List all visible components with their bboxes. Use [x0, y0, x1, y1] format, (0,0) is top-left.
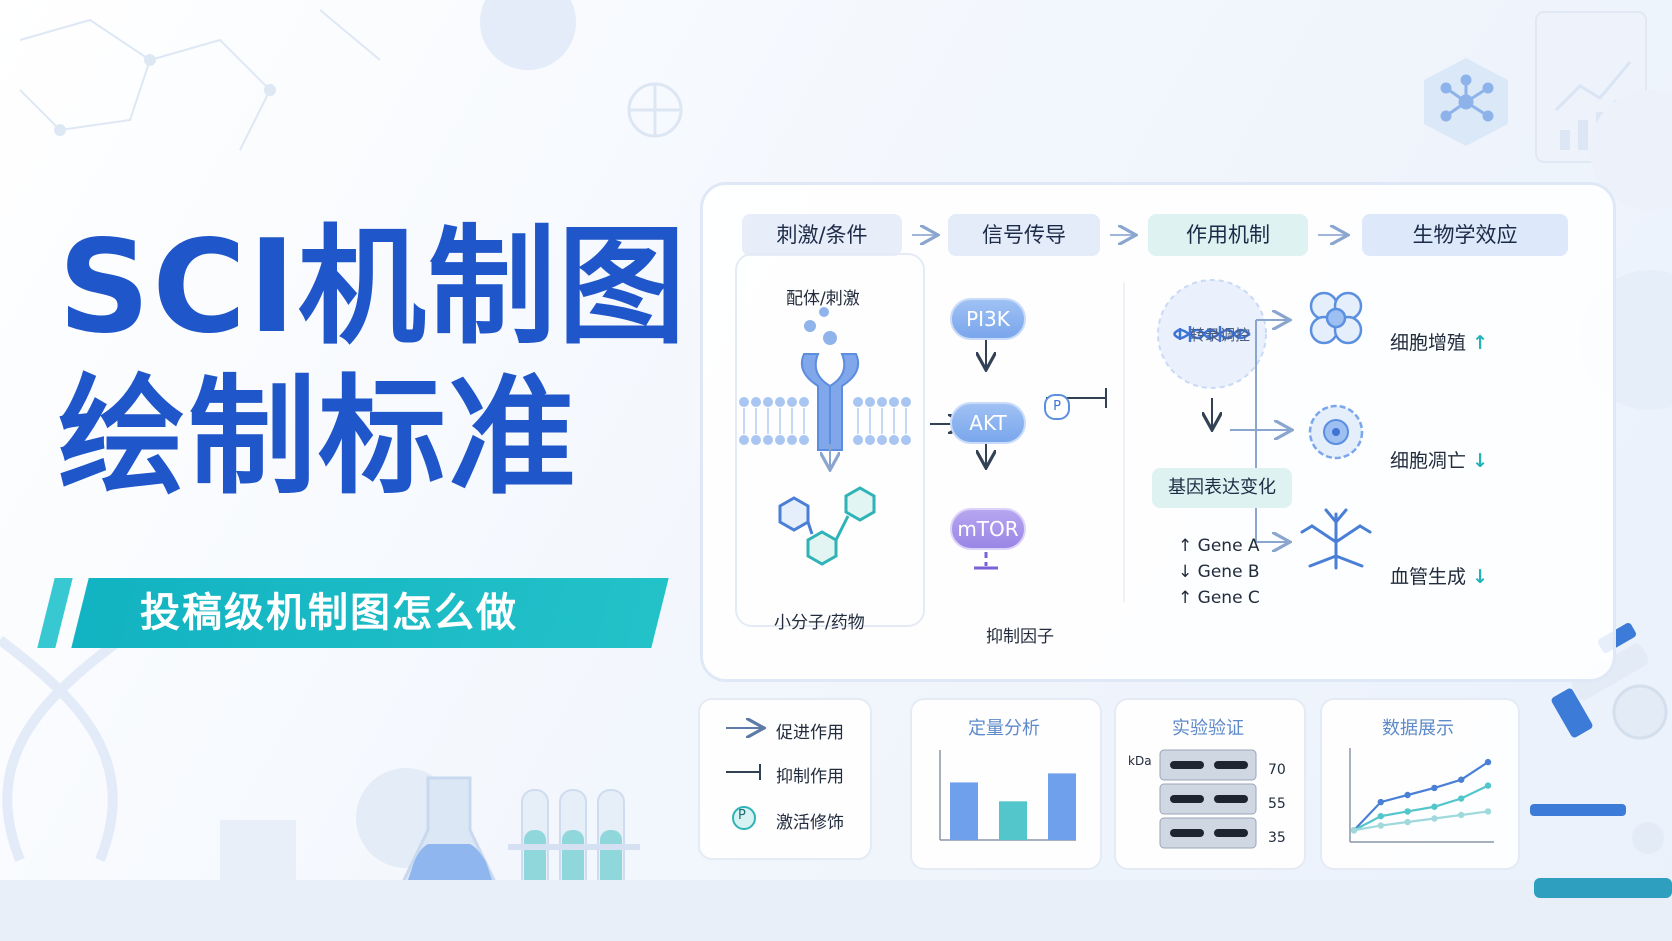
- effect-proliferation: 细胞增殖 ↑: [1390, 328, 1488, 355]
- stage-stimulus: 刺激/条件: [742, 214, 902, 256]
- stage-signaling: 信号传导: [948, 214, 1100, 256]
- wb-marker-35: 35: [1268, 830, 1286, 846]
- small-molecule-icon: [778, 486, 876, 566]
- data-point: [1350, 827, 1358, 834]
- headline-line-1: SCI机制图: [58, 213, 688, 362]
- data-point: [1484, 808, 1492, 815]
- dna-helix-icon: [1172, 326, 1251, 342]
- effect-apoptosis: 细胞凋亡 ↓: [1390, 446, 1488, 473]
- phospho-badge: P: [1044, 394, 1070, 420]
- stage-mechanism: 作用机制: [1148, 214, 1308, 256]
- data-point: [1404, 791, 1411, 799]
- gene-arrow: ↑: [1178, 588, 1193, 608]
- quant-title: 定量分析: [968, 718, 1040, 739]
- membrane-icon: [739, 397, 911, 445]
- effect-label: 血管生成: [1390, 566, 1467, 588]
- node-mtor: mTOR: [950, 508, 1026, 550]
- mechanism-card: [700, 182, 1616, 682]
- data-point: [1404, 808, 1411, 815]
- ligand-icon: [804, 307, 837, 345]
- gene-arrow: ↓: [1178, 562, 1193, 582]
- gene-row: ↑ Gene A: [1178, 536, 1260, 562]
- vessel-branch-icon: [1300, 508, 1372, 570]
- data-point: [1484, 758, 1492, 766]
- wb-unit: kDa: [1128, 754, 1152, 768]
- stage-effect: 生物学效应: [1362, 214, 1568, 256]
- gene-list: ↑ Gene A ↓ Gene B ↑ Gene C: [1178, 536, 1260, 614]
- data-point: [1404, 818, 1411, 826]
- bar: [950, 782, 978, 840]
- data-point: [1431, 784, 1438, 792]
- data-line-chart: [1349, 748, 1494, 843]
- legend-p-glyph: P: [738, 808, 746, 823]
- effect-angiogenesis: 血管生成 ↓: [1390, 562, 1488, 589]
- trend-arrow-icon: ↓: [1472, 566, 1488, 588]
- data-point: [1431, 815, 1438, 822]
- inhibitor-label: 抑制因子: [986, 627, 1054, 647]
- series-line: [1353, 761, 1489, 832]
- cell-cluster-icon: [1309, 291, 1363, 345]
- bar: [999, 801, 1027, 840]
- gene-change-box: 基因表达变化: [1152, 468, 1292, 508]
- inhibit-bar-icon: [726, 764, 761, 780]
- gene-name: Gene A: [1197, 536, 1260, 556]
- series-line: [1353, 784, 1489, 832]
- subtitle-text: 投稿级机制图怎么做: [140, 590, 518, 636]
- dna-label: 转录调控: [1190, 326, 1251, 344]
- wb-marker-55: 55: [1268, 796, 1286, 812]
- legend-activation-label: 激活修饰: [776, 813, 844, 833]
- gene-name: Gene B: [1197, 562, 1260, 582]
- bar: [1048, 773, 1076, 840]
- gene-row: ↓ Gene B: [1178, 562, 1260, 588]
- gene-row: ↑ Gene C: [1178, 588, 1260, 614]
- legend-icons: [726, 698, 868, 830]
- data-point: [1377, 812, 1384, 820]
- node-akt: AKT: [950, 402, 1026, 444]
- data-point: [1484, 782, 1492, 789]
- data-point: [1458, 776, 1465, 783]
- receptor-icon: [800, 353, 860, 451]
- data-point: [1431, 803, 1438, 810]
- apoptotic-cell-icon: [1308, 404, 1364, 460]
- ligand-label: 配体/刺激: [786, 289, 860, 309]
- data-point: [1458, 795, 1465, 802]
- data-point: [1377, 822, 1384, 829]
- trend-arrow-icon: ↑: [1472, 332, 1488, 354]
- legend-card: [698, 698, 872, 860]
- data-point: [1377, 798, 1384, 806]
- series-line: [1353, 810, 1489, 832]
- data-title: 数据展示: [1382, 718, 1454, 739]
- quant-bar-chart: [939, 750, 1076, 841]
- wb-marker-70: 70: [1268, 762, 1286, 778]
- gene-arrow: ↑: [1178, 536, 1193, 556]
- legend-inhibit-label: 抑制作用: [776, 767, 844, 787]
- trend-arrow-icon: ↓: [1472, 450, 1488, 472]
- gene-name: Gene C: [1197, 588, 1260, 608]
- node-pi3k: PI3K: [950, 298, 1026, 340]
- small-molecule-label: 小分子/药物: [774, 613, 865, 633]
- data-point: [1458, 811, 1465, 819]
- mechanism-diagram: [735, 182, 1372, 627]
- headline-line-2: 绘制标准: [58, 363, 579, 512]
- effect-label: 细胞凋亡: [1390, 450, 1467, 472]
- wb-title: 实验验证: [1172, 718, 1244, 739]
- western-blot-icon: [1159, 749, 1257, 849]
- phospho-badge-icon: [732, 806, 756, 830]
- effect-label: 细胞增殖: [1390, 332, 1467, 354]
- legend-promote-label: 促进作用: [776, 723, 844, 743]
